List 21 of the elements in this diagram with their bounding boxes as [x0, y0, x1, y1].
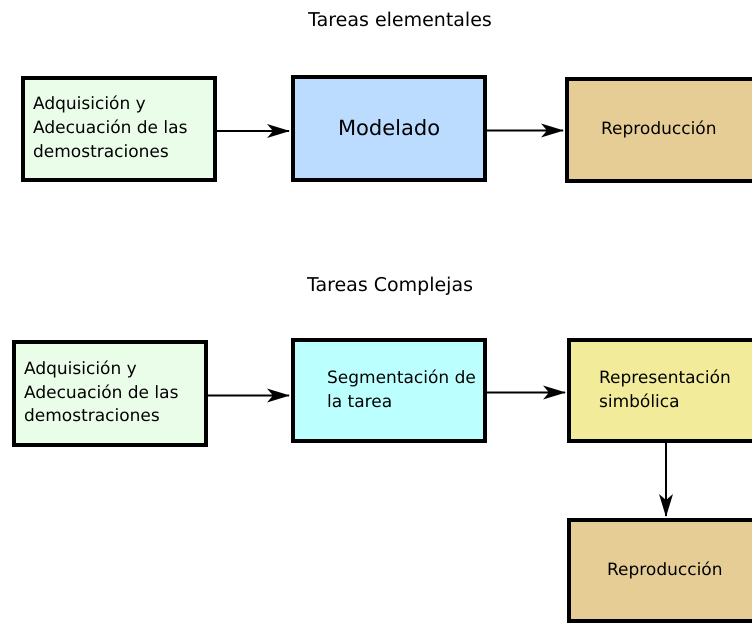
box-label: Modelado — [338, 114, 440, 142]
process-box — [567, 338, 752, 443]
box-label: Segmentación de la tarea — [327, 366, 477, 414]
arrow — [487, 386, 566, 400]
box-label: Reproducción — [601, 118, 716, 142]
process-box — [12, 340, 208, 447]
box-label: Adquisición y Adecuación de las demostraciones — [24, 358, 180, 428]
box-label: Representación simbólica — [599, 366, 732, 414]
process-box — [565, 77, 752, 183]
arrow — [659, 443, 673, 517]
process-box — [21, 76, 217, 182]
box-label: Adquisición y Adecuación de las demostraciones — [33, 93, 188, 164]
process-box — [291, 75, 487, 182]
process-box — [567, 518, 752, 623]
box-label: Reproducción — [607, 558, 722, 582]
section-heading: Tareas elementales — [307, 8, 493, 33]
process-box — [291, 338, 487, 443]
arrow — [487, 124, 564, 138]
section-heading: Tareas Complejas — [306, 273, 474, 298]
arrow — [217, 124, 290, 138]
arrow — [208, 388, 290, 402]
